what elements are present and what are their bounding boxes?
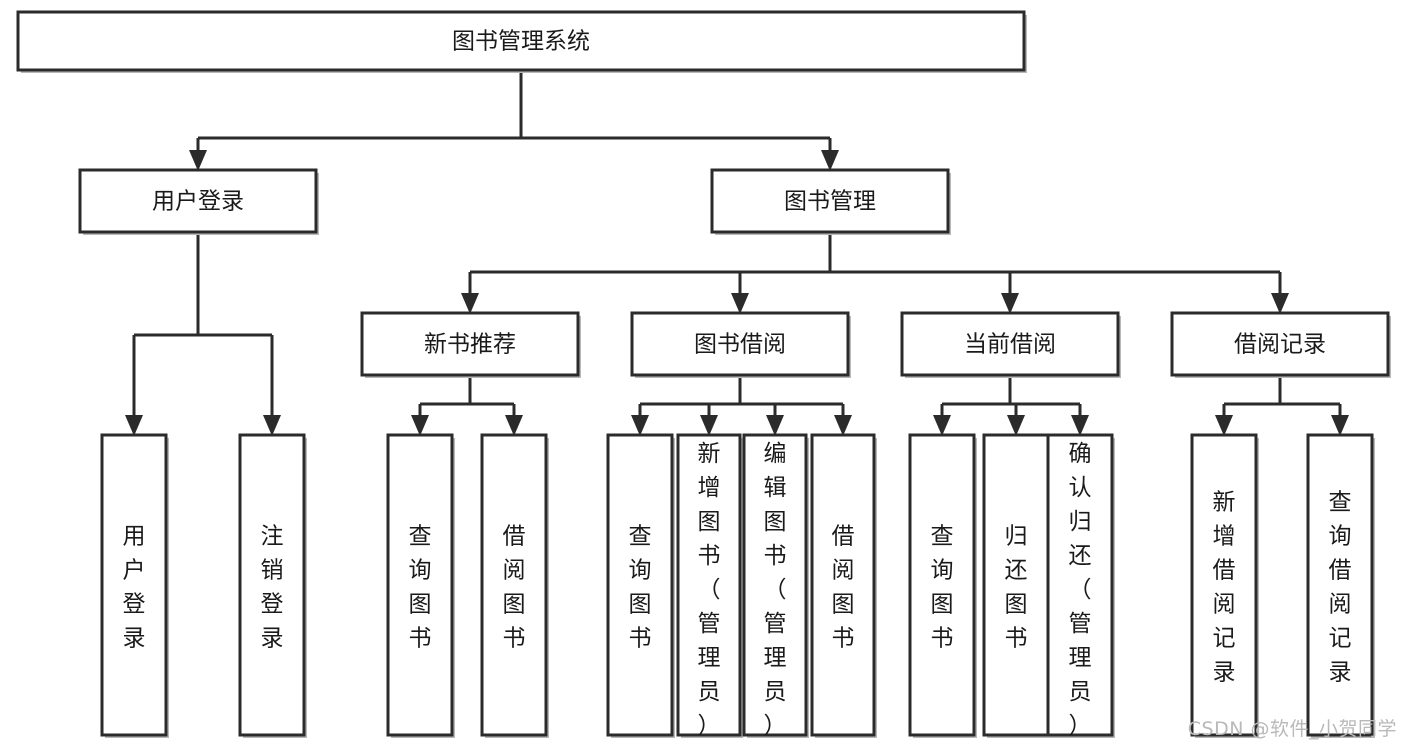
node-system[interactable]: 图书管理系统 <box>16 10 1027 73</box>
arrow-head-leaf-query-book-2 <box>631 415 649 436</box>
node-leaf-return-book[interactable]: 归还图书 <box>982 433 1051 738</box>
node-book-borrow[interactable]: 图书借阅 <box>630 311 851 378</box>
node-leaf-query-borrow-record[interactable]: 查询借阅记录 <box>1306 433 1375 738</box>
arrow-head-leaf-add-borrow-record <box>1215 415 1233 436</box>
arrow-head-book-borrow <box>731 293 749 314</box>
node-rect-leaf-add-borrow-record <box>1190 433 1258 737</box>
node-rect-leaf-query-book-3 <box>908 433 976 737</box>
node-label-user-login: 用户登录 <box>152 189 244 215</box>
node-book-manage[interactable]: 图书管理 <box>710 168 951 235</box>
node-label-borrow-record: 借阅记录 <box>1234 332 1326 358</box>
arrow-head-leaf-query-borrow-record <box>1331 415 1349 436</box>
arrow-head-leaf-query-book-1 <box>411 415 429 436</box>
node-rect-leaf-query-borrow-record <box>1306 433 1374 737</box>
node-label-new-book-recommend: 新书推荐 <box>424 332 516 358</box>
node-label-book-borrow: 图书借阅 <box>694 332 786 358</box>
arrow-head-leaf-edit-book-admin <box>766 415 784 436</box>
arrow-head-leaf-borrow-book-2 <box>834 415 852 436</box>
node-label-leaf-edit-book-admin: 编辑图书（管理员） <box>764 441 787 739</box>
node-borrow-record[interactable]: 借阅记录 <box>1170 311 1391 378</box>
node-rect-system <box>16 10 1026 72</box>
node-rect-leaf-borrow-book-1 <box>480 433 548 737</box>
node-rect-leaf-add-book-admin <box>676 433 742 737</box>
node-user-login[interactable]: 用户登录 <box>78 168 319 235</box>
arrow-head-leaf-return-book <box>1007 415 1025 436</box>
node-rect-leaf-user-login <box>100 433 168 737</box>
node-label-system: 图书管理系统 <box>452 29 590 55</box>
node-rect-leaf-query-book-2 <box>606 433 674 737</box>
connector-layer <box>125 70 1349 436</box>
node-leaf-add-book-admin[interactable]: 新增图书（管理员） <box>676 433 743 739</box>
node-leaf-borrow-book-2[interactable]: 借阅图书 <box>810 433 877 738</box>
node-label-leaf-borrow-book-2: 借阅图书 <box>832 524 855 652</box>
node-label-leaf-add-borrow-record: 新增借阅记录 <box>1213 490 1236 686</box>
node-current-borrow[interactable]: 当前借阅 <box>900 311 1121 378</box>
node-rect-book-manage <box>710 168 950 234</box>
node-label-book-manage: 图书管理 <box>784 189 876 215</box>
node-leaf-user-login[interactable]: 用户登录 <box>100 433 169 738</box>
node-label-leaf-confirm-return-admin: 确认归还（管理员） <box>1069 441 1092 739</box>
node-label-current-borrow: 当前借阅 <box>964 332 1056 358</box>
node-leaf-borrow-book-1[interactable]: 借阅图书 <box>480 433 549 738</box>
node-leaf-logout-login[interactable]: 注销登录 <box>238 433 307 738</box>
arrow-head-leaf-logout-login <box>263 415 281 436</box>
node-label-leaf-borrow-book-1: 借阅图书 <box>503 524 526 652</box>
node-label-leaf-query-book-2: 查询图书 <box>629 524 652 652</box>
node-leaf-query-book-3[interactable]: 查询图书 <box>908 433 977 738</box>
node-leaf-query-book-2[interactable]: 查询图书 <box>606 433 675 738</box>
node-leaf-edit-book-admin[interactable]: 编辑图书（管理员） <box>742 433 809 739</box>
node-label-leaf-add-book-admin: 新增图书（管理员） <box>698 441 721 739</box>
node-rect-book-borrow <box>630 311 850 377</box>
node-layer: 图书管理系统用户登录图书管理新书推荐图书借阅当前借阅借阅记录用户登录注销登录查询… <box>16 10 1391 739</box>
node-leaf-add-borrow-record[interactable]: 新增借阅记录 <box>1190 433 1259 738</box>
node-new-book-recommend[interactable]: 新书推荐 <box>360 311 581 378</box>
arrow-head-new-book-recommend <box>461 293 479 314</box>
node-rect-leaf-borrow-book-2 <box>810 433 876 737</box>
node-rect-user-login <box>78 168 318 234</box>
node-label-leaf-query-book-1: 查询图书 <box>409 524 432 652</box>
arrow-head-borrow-record <box>1271 293 1289 314</box>
arrow-head-book-manage <box>821 150 839 171</box>
node-rect-borrow-record <box>1170 311 1390 377</box>
arrow-head-leaf-add-book-admin <box>700 415 718 436</box>
node-rect-leaf-query-book-1 <box>386 433 454 737</box>
node-label-leaf-query-borrow-record: 查询借阅记录 <box>1329 490 1352 686</box>
node-label-leaf-query-book-3: 查询图书 <box>931 524 954 652</box>
node-rect-leaf-edit-book-admin <box>742 433 808 737</box>
node-label-leaf-user-login: 用户登录 <box>123 524 146 652</box>
node-rect-leaf-confirm-return-admin <box>1046 433 1114 737</box>
node-rect-leaf-logout-login <box>238 433 306 737</box>
node-rect-current-borrow <box>900 311 1120 377</box>
arrow-head-leaf-confirm-return-admin <box>1071 415 1089 436</box>
arrow-head-leaf-query-book-3 <box>933 415 951 436</box>
node-rect-leaf-return-book <box>982 433 1050 737</box>
node-label-leaf-logout-login: 注销登录 <box>261 524 284 652</box>
node-rect-new-book-recommend <box>360 311 580 377</box>
arrow-head-current-borrow <box>1001 293 1019 314</box>
node-leaf-confirm-return-admin[interactable]: 确认归还（管理员） <box>1046 433 1115 739</box>
node-leaf-query-book-1[interactable]: 查询图书 <box>386 433 455 738</box>
node-label-leaf-return-book: 归还图书 <box>1005 524 1028 652</box>
arrow-head-user-login <box>189 150 207 171</box>
arrow-head-leaf-user-login <box>125 415 143 436</box>
arrow-head-leaf-borrow-book-1 <box>505 415 523 436</box>
